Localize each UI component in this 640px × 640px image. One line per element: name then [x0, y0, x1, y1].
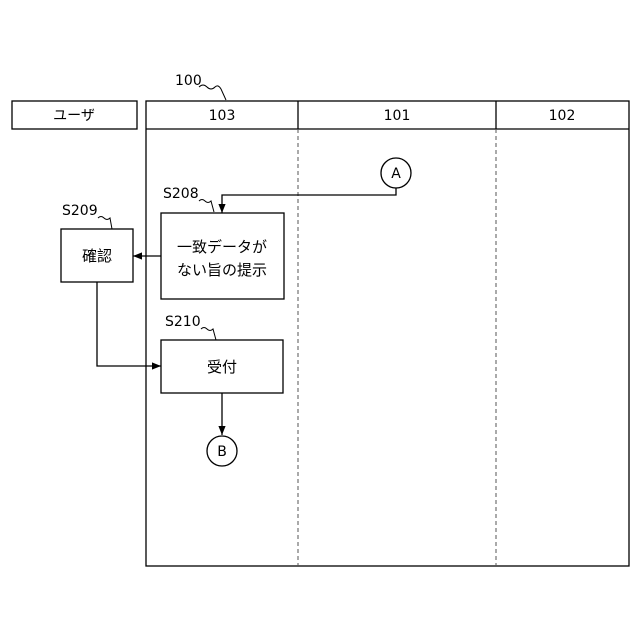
lane-label-103: 103: [209, 108, 236, 124]
figure-ref-label: 100: [175, 73, 202, 89]
s209-ref-leader: [98, 217, 112, 230]
connector-b-label: B: [217, 444, 227, 460]
s208-text-line1: 一致データが: [177, 238, 267, 256]
s208-text-line2: ない旨の提示: [177, 261, 267, 279]
connector-a-label: A: [391, 166, 401, 182]
s210-ref-label: S210: [165, 314, 201, 330]
s209-ref-label: S209: [62, 203, 98, 219]
s210-ref-leader: [201, 328, 216, 341]
lane-label-101: 101: [384, 108, 411, 124]
s210-text: 受付: [207, 358, 237, 376]
s209-text: 確認: [82, 247, 112, 265]
figure-ref-leader: [199, 85, 226, 100]
s208-box: [161, 213, 284, 299]
user-lane-label: ユーザ: [53, 108, 95, 124]
arrow-s209-to-s210: [97, 282, 161, 366]
s208-ref-leader: [199, 200, 214, 213]
lane-label-102: 102: [549, 108, 576, 124]
arrow-a-to-s208: [222, 188, 396, 213]
s208-ref-label: S208: [163, 186, 199, 202]
